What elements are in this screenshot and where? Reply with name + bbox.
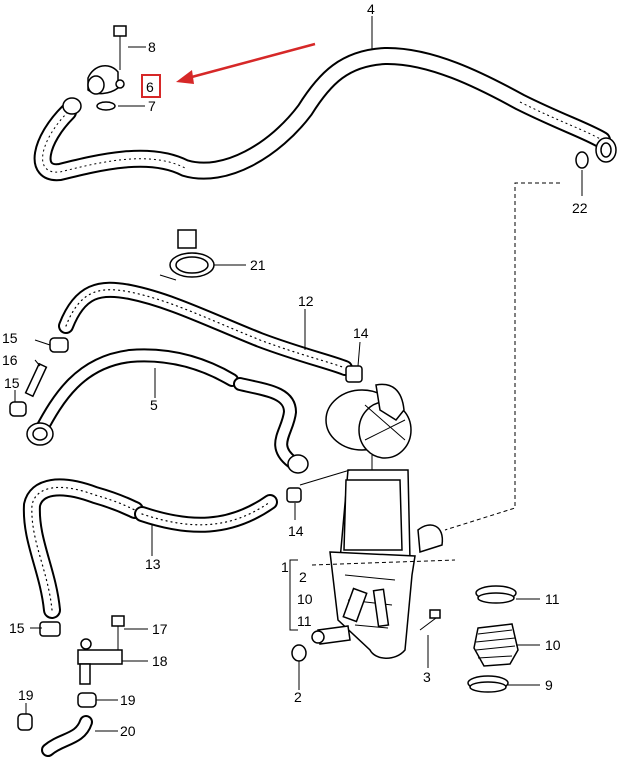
label-15b: 15 (4, 375, 20, 391)
clamp-21 (159, 229, 215, 281)
label-3: 3 (423, 669, 431, 685)
label-15c: 15 (9, 620, 25, 636)
bellows-10 (473, 623, 519, 667)
arrowhead (176, 70, 194, 84)
o-ring-22 (575, 151, 589, 169)
hose-13 (22, 478, 278, 619)
hose-4 (33, 46, 617, 182)
label-12: 12 (298, 293, 314, 309)
clamp-15a (49, 337, 69, 353)
hose-20 (41, 715, 93, 757)
clamp-15b (9, 401, 27, 417)
valve-18 (77, 638, 123, 685)
o-ring-7 (96, 101, 116, 111)
clamp-19b (17, 713, 33, 731)
label-18: 18 (152, 653, 168, 669)
pipe-16 (24, 362, 48, 398)
bolt-3 (419, 609, 441, 631)
label-19b: 19 (120, 692, 136, 708)
elbow-6 (87, 65, 125, 95)
label-17: 17 (152, 621, 168, 637)
label-14a: 14 (353, 325, 369, 341)
label-22: 22 (572, 200, 588, 216)
label-19a: 19 (18, 687, 34, 703)
highlight-callout (141, 42, 316, 98)
label-13: 13 (145, 556, 161, 572)
label-11b: 11 (545, 591, 560, 607)
hose-12 (58, 281, 353, 376)
label-6: 6 (146, 79, 154, 95)
clamp-19a (77, 692, 97, 708)
label-2b: 2 (294, 689, 302, 705)
oil-separator-1 (299, 383, 444, 659)
label-10b: 10 (545, 637, 561, 653)
label-8: 8 (148, 39, 156, 55)
label-1: 1 (281, 559, 289, 575)
label-11a: 11 (297, 613, 312, 629)
label-16: 16 (2, 352, 18, 368)
clamp-14b (286, 487, 302, 503)
bolt-17 (111, 615, 125, 650)
label-2a: 2 (299, 569, 307, 585)
bolt-8 (113, 25, 127, 70)
label-14b: 14 (288, 523, 304, 539)
label-20: 20 (120, 723, 136, 739)
clamp-14a (345, 365, 363, 383)
highlight-arrow (187, 42, 316, 80)
o-ring-2 (291, 644, 307, 662)
part-labels: 8 6 7 4 22 21 12 14 15 16 15 5 14 13 1 2… (2, 1, 588, 739)
clamp-15c (39, 621, 61, 637)
hose-5 (26, 348, 309, 474)
label-10a: 10 (297, 591, 313, 607)
label-15a: 15 (2, 330, 18, 346)
label-21: 21 (250, 257, 266, 273)
clamp-11 (475, 585, 517, 604)
label-7: 7 (148, 98, 156, 114)
leader-lines (14, 16, 583, 732)
label-5: 5 (150, 397, 158, 413)
clamp-9 (467, 675, 509, 693)
highlight-box (141, 74, 161, 98)
label-4: 4 (367, 1, 375, 17)
label-9: 9 (545, 677, 553, 693)
